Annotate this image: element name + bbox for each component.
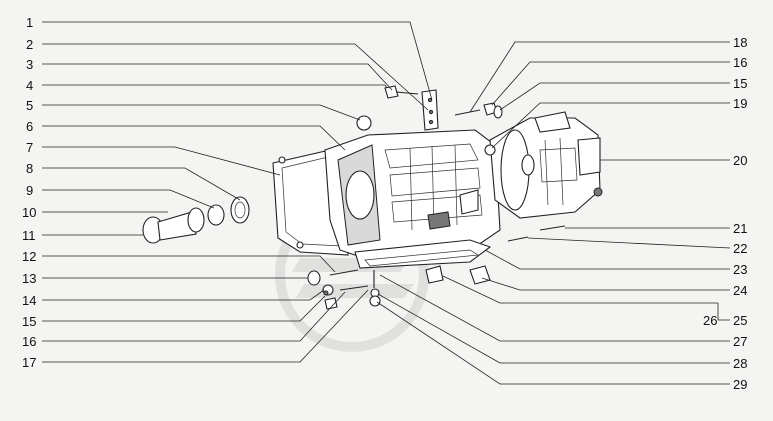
bottom-cover-plate: [354, 239, 492, 269]
bracket-plate: [421, 89, 439, 131]
callout-12: 12: [22, 249, 36, 264]
callout-15: 15: [22, 314, 36, 329]
callout-7: 7: [26, 140, 33, 155]
oil-seal-9: [207, 204, 225, 226]
washer-15-top: [493, 105, 503, 119]
callout-13: 13: [22, 271, 36, 286]
rear-extension-housing: [489, 111, 603, 219]
washer-13: [307, 270, 321, 286]
callout-20: 20: [733, 153, 747, 168]
callout-14: 14: [22, 293, 36, 308]
gearbox-housing: [324, 129, 501, 261]
callout-27: 27: [733, 334, 747, 349]
callout-1: 1: [26, 15, 33, 30]
callout-3: 3: [26, 57, 33, 72]
nut-15-low: [323, 290, 329, 296]
callout-15-right: 15: [733, 76, 747, 91]
callout-8: 8: [26, 161, 33, 176]
callout-10: 10: [22, 205, 36, 220]
stud-12: [329, 269, 359, 276]
callout-4: 4: [26, 78, 33, 93]
callout-28: 28: [733, 356, 747, 371]
bottom-gasket: [364, 249, 480, 267]
callout-16-right: 16: [733, 55, 747, 70]
callout-9: 9: [26, 183, 33, 198]
callout-18: 18: [733, 35, 747, 50]
callout-17: 17: [22, 355, 36, 370]
callout-2: 2: [26, 37, 33, 52]
callouts-left: 1 2 3 4 5 6 7 8 9 10 11 12 13 14 15 16 1…: [22, 15, 36, 370]
callout-24: 24: [733, 283, 747, 298]
o-ring-8: [230, 196, 250, 224]
stud-18: [454, 109, 481, 116]
callout-25: 25: [733, 313, 747, 328]
stud-16-low: [339, 285, 369, 291]
stud-22: [507, 236, 529, 242]
stud-21: [539, 225, 566, 231]
callout-6: 6: [26, 119, 33, 134]
callout-23: 23: [733, 262, 747, 277]
nut-17: [324, 297, 338, 310]
filler-plug: [356, 115, 372, 131]
callout-5: 5: [26, 98, 33, 113]
input-shaft-cover: [142, 207, 205, 244]
bolt-3: [384, 85, 419, 99]
callout-26: 26: [703, 313, 717, 328]
callout-29: 29: [733, 377, 747, 392]
callout-21: 21: [733, 221, 747, 236]
callouts-right: 18 16 15 19 20 21 22 23 24 25 26 27 28 2…: [703, 35, 747, 392]
nut-29: [369, 295, 381, 307]
drain-plug-24: [469, 265, 491, 285]
plug-25: [425, 265, 444, 284]
leader-lines: [42, 21, 731, 385]
callout-11: 11: [22, 228, 36, 243]
callout-19: 19: [733, 96, 747, 111]
callout-16: 16: [22, 334, 36, 349]
callout-22: 22: [733, 241, 747, 256]
